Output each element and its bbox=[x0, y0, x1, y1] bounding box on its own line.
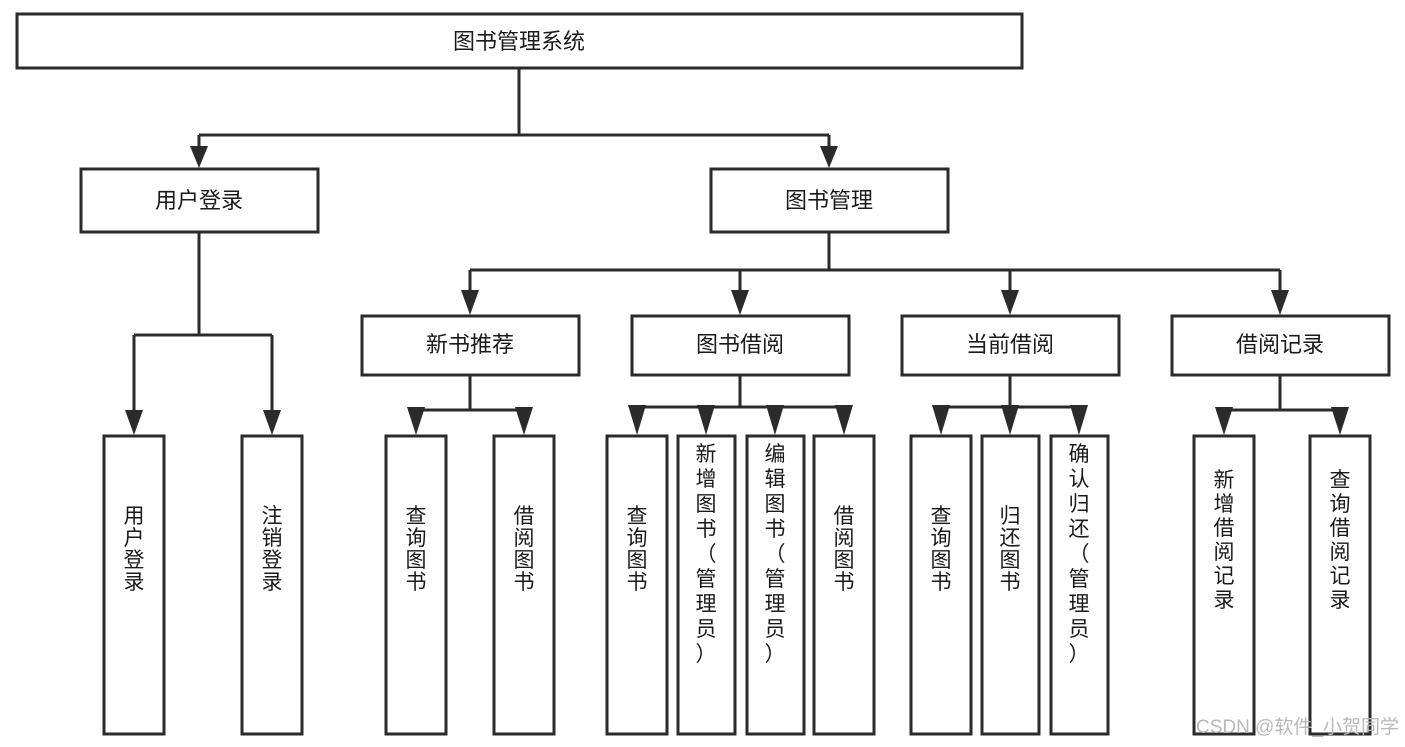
connector-group-current-borrow bbox=[932, 375, 1088, 435]
arrow-head-leaf-new-book-2 bbox=[515, 407, 533, 435]
leaf-query-record-box[interactable] bbox=[1308, 434, 1372, 736]
node-borrow-record-label: 借阅记录 bbox=[1236, 332, 1324, 357]
leaf-borrow-book-1-box[interactable] bbox=[492, 434, 556, 736]
node-book-manage-label: 图书管理 bbox=[785, 188, 873, 213]
leaf-logout-box[interactable] bbox=[240, 434, 304, 736]
node-book-borrow[interactable]: 图书借阅 bbox=[630, 314, 851, 377]
leaf-add-book-box[interactable] bbox=[676, 434, 737, 736]
leaf-return-book-label: 归还图书 bbox=[1000, 505, 1021, 594]
node-borrow-record-box[interactable] bbox=[1170, 314, 1391, 377]
node-current-borrow[interactable]: 当前借阅 bbox=[900, 314, 1121, 377]
leaf-query-book-2-label: 查询图书 bbox=[627, 505, 648, 594]
leaf-query-book-1-label: 查询图书 bbox=[406, 505, 427, 594]
leaf-node[interactable]: 查询图书 bbox=[909, 434, 973, 736]
arrow-head-leaf-user-login-1 bbox=[125, 410, 143, 435]
leaf-node[interactable]: 注销登录 bbox=[240, 434, 304, 736]
arrow-head-leaf-current-borrow-1 bbox=[932, 405, 950, 435]
node-user-login-label: 用户登录 bbox=[155, 188, 243, 213]
leaf-add-book-label: 新增图书（管理员） bbox=[696, 443, 717, 666]
leaf-node[interactable]: 借阅图书 bbox=[492, 434, 556, 736]
node-current-borrow-box[interactable] bbox=[900, 314, 1121, 377]
node-book-manage[interactable]: 图书管理 bbox=[709, 167, 950, 234]
leaf-node[interactable]: 归还图书 bbox=[980, 434, 1041, 736]
arrow-head-new-book bbox=[461, 290, 479, 315]
arrow-head-current-borrow bbox=[1001, 290, 1019, 315]
node-book-borrow-box[interactable] bbox=[630, 314, 851, 377]
arrow-head-leaf-borrow-record-2 bbox=[1331, 407, 1349, 435]
leaf-node[interactable]: 查询图书 bbox=[605, 434, 669, 736]
node-root-box[interactable] bbox=[15, 12, 1024, 70]
node-book-borrow-label: 图书借阅 bbox=[696, 332, 784, 357]
arrow-head-user-login bbox=[190, 146, 208, 168]
arrow-head-leaf-current-borrow-3 bbox=[1070, 405, 1088, 435]
arrow-head-leaf-book-borrow-4 bbox=[835, 405, 853, 435]
leaf-confirm-return-box[interactable] bbox=[1049, 434, 1110, 736]
connector-group-borrow-record bbox=[1215, 375, 1349, 435]
leaf-add-record-label: 新增借阅记录 bbox=[1214, 469, 1235, 612]
leaf-query-record-label: 查询借阅记录 bbox=[1330, 469, 1351, 612]
node-borrow-record[interactable]: 借阅记录 bbox=[1170, 314, 1391, 377]
arrow-head-book-manage bbox=[820, 146, 838, 168]
leaf-node[interactable]: 新增借阅记录 bbox=[1192, 434, 1256, 736]
leaf-node[interactable]: 查询借阅记录 bbox=[1308, 434, 1372, 736]
connector-group-new-book bbox=[407, 375, 533, 435]
leaf-user-login-label: 用户登录 bbox=[124, 505, 145, 594]
arrow-head-leaf-user-login-2 bbox=[263, 410, 281, 435]
connector-group-root bbox=[190, 68, 838, 168]
leaf-borrow-book-1-label: 借阅图书 bbox=[514, 505, 535, 594]
connector-group-book-manage bbox=[461, 232, 1289, 315]
arrow-head-borrow-record bbox=[1271, 290, 1289, 315]
leaf-add-record-box[interactable] bbox=[1192, 434, 1256, 736]
leaf-return-book-box[interactable] bbox=[980, 434, 1041, 736]
leaf-query-book-3-box[interactable] bbox=[909, 434, 973, 736]
node-current-borrow-label: 当前借阅 bbox=[966, 332, 1054, 357]
connector-group-book-borrow bbox=[628, 375, 853, 435]
connector-group-user-login bbox=[125, 232, 281, 435]
arrow-head-leaf-book-borrow-3 bbox=[766, 405, 784, 435]
node-new-book-recommend[interactable]: 新书推荐 bbox=[360, 314, 581, 377]
leaf-query-book-3-label: 查询图书 bbox=[931, 505, 952, 594]
arrow-head-book-borrow bbox=[731, 290, 749, 315]
arrow-head-leaf-borrow-record-1 bbox=[1215, 407, 1233, 435]
leaf-node[interactable]: 查询图书 bbox=[384, 434, 448, 736]
arrow-head-leaf-book-borrow-2 bbox=[697, 405, 715, 435]
arrow-head-leaf-new-book-1 bbox=[407, 407, 425, 435]
node-user-login[interactable]: 用户登录 bbox=[79, 167, 320, 234]
csdn-watermark: CSDN @软件_小贺同学 bbox=[1196, 716, 1399, 738]
node-user-login-box[interactable] bbox=[79, 167, 320, 234]
leaf-query-book-2-box[interactable] bbox=[605, 434, 669, 736]
leaf-node[interactable]: 借阅图书 bbox=[812, 434, 876, 736]
node-book-manage-box[interactable] bbox=[709, 167, 950, 234]
leaf-edit-book-box[interactable] bbox=[745, 434, 806, 736]
arrow-head-leaf-book-borrow-1 bbox=[628, 405, 646, 435]
arrow-head-leaf-current-borrow-2 bbox=[1001, 405, 1019, 435]
node-new-book-recommend-label: 新书推荐 bbox=[426, 332, 514, 357]
node-root[interactable]: 图书管理系统 bbox=[15, 12, 1024, 70]
leaf-logout-label: 注销登录 bbox=[262, 505, 283, 594]
leaf-edit-book-label: 编辑图书（管理员） bbox=[765, 443, 786, 666]
leaf-user-login-box[interactable] bbox=[102, 434, 166, 736]
leaf-node[interactable]: 用户登录 bbox=[102, 434, 166, 736]
leaf-borrow-book-2-label: 借阅图书 bbox=[834, 505, 855, 594]
leaf-borrow-book-2-box[interactable] bbox=[812, 434, 876, 736]
leaf-confirm-return-label: 确认归还（管理员） bbox=[1069, 443, 1090, 666]
leaf-node[interactable]: 编辑图书（管理员） bbox=[745, 434, 806, 736]
node-root-label: 图书管理系统 bbox=[453, 29, 585, 54]
leaf-query-book-1-box[interactable] bbox=[384, 434, 448, 736]
leaf-node[interactable]: 新增图书（管理员） bbox=[676, 434, 737, 736]
leaf-node[interactable]: 确认归还（管理员） bbox=[1049, 434, 1110, 736]
node-new-book-recommend-box[interactable] bbox=[360, 314, 581, 377]
